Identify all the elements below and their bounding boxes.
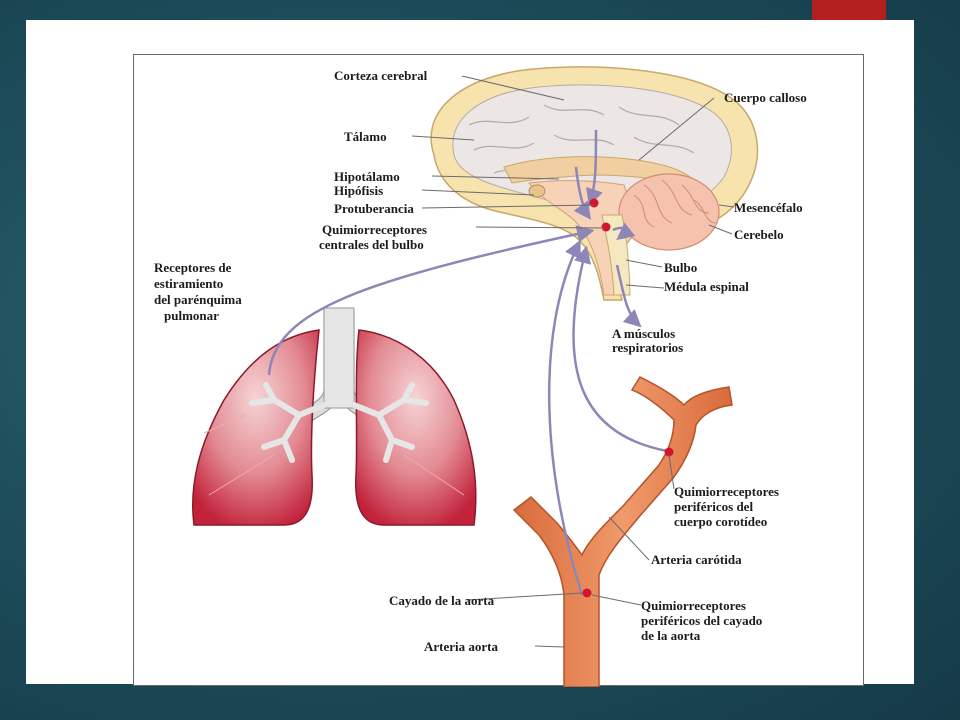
label-receptores-2: estiramiento	[154, 276, 223, 291]
label-mesencefalo: Mesencéfalo	[734, 200, 803, 215]
label-perifericos-carotideo-1: Quimiorreceptores	[674, 484, 779, 499]
label-receptores-4: pulmonar	[164, 308, 219, 323]
label-perifericos-cayado-3: de la aorta	[641, 628, 701, 643]
label-perifericos-cayado-2: periféricos del cayado	[641, 613, 762, 628]
label-quimiorreceptores-centrales-2: centrales del bulbo	[319, 237, 424, 252]
leader-lines	[411, 75, 735, 648]
label-medula-espinal: Médula espinal	[664, 279, 749, 294]
label-quimiorreceptores-centrales-1: Quimiorreceptores	[322, 222, 427, 237]
receptor-dot-aortic-arch	[582, 588, 592, 598]
label-cuerpo-calloso: Cuerpo calloso	[724, 90, 807, 105]
label-receptores-3: del parénquima	[154, 292, 242, 307]
label-talamo: Tálamo	[344, 129, 387, 144]
label-perifericos-cayado-1: Quimiorreceptores	[641, 598, 746, 613]
nerve-arrows	[267, 129, 668, 596]
label-hipotalamo: Hipotálamo	[334, 169, 400, 184]
slide: Corteza cerebral Cuerpo calloso Tálamo H…	[26, 20, 914, 687]
receptor-dots	[582, 198, 674, 598]
respiratory-control-figure: Corteza cerebral Cuerpo calloso Tálamo H…	[133, 54, 864, 687]
diagram-labels: Corteza cerebral Cuerpo calloso Tálamo H…	[154, 68, 807, 654]
label-arteria-aorta: Arteria aorta	[424, 639, 498, 654]
receptor-dot-bulbo	[601, 222, 611, 232]
accent-tab	[812, 0, 886, 20]
label-musculos-2: respiratorios	[612, 340, 683, 355]
label-cayado-de-la-aorta: Cayado de la aorta	[389, 593, 495, 608]
label-perifericos-carotideo-2: periféricos del	[674, 499, 753, 514]
receptor-dot-carotid	[664, 447, 674, 457]
label-perifericos-carotideo-3: cuerpo corotídeo	[674, 514, 767, 529]
label-hipofisis: Hipófisis	[334, 183, 383, 198]
label-corteza-cerebral: Corteza cerebral	[334, 68, 428, 83]
receptor-dot-protuberancia	[589, 198, 599, 208]
diagram-svg: Corteza cerebral Cuerpo calloso Tálamo H…	[154, 66, 807, 687]
label-protuberancia: Protuberancia	[334, 201, 414, 216]
label-cerebelo: Cerebelo	[734, 227, 784, 242]
label-musculos-1: A músculos	[612, 326, 675, 341]
label-bulbo: Bulbo	[664, 260, 697, 275]
lungs-illustration	[192, 307, 477, 526]
label-receptores-1: Receptores de	[154, 260, 232, 275]
label-arteria-carotida: Arteria carótida	[651, 552, 742, 567]
